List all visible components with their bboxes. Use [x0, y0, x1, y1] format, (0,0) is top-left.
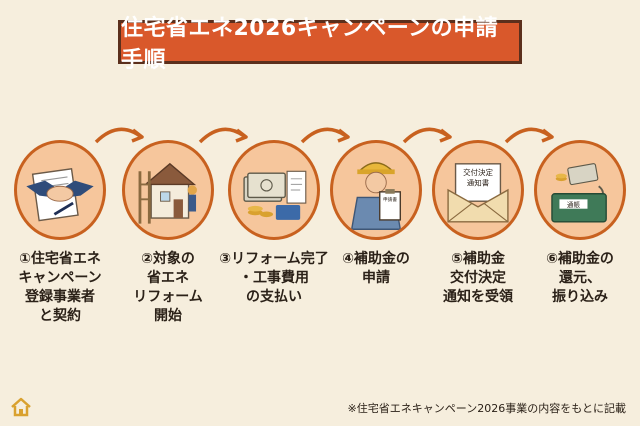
step-6-label: ⑥補助金の還元、振り込み — [546, 251, 614, 305]
arrow-5-icon — [504, 127, 554, 144]
arrow-4-icon — [402, 127, 452, 144]
notice-title-line1: 交付決定 — [463, 167, 493, 177]
cash-payment-icon — [243, 170, 307, 220]
step-4-label: ④補助金の申請 — [342, 251, 410, 286]
arrow-1-icon — [94, 127, 144, 144]
worker-application-icon: 申請書 — [350, 162, 402, 230]
step-6-circle: 通帳 — [534, 140, 626, 240]
handshake-contract-icon — [26, 168, 94, 222]
house-renovation-icon — [138, 162, 197, 224]
step-5-circle: 交付決定 通知書 — [432, 140, 524, 240]
step-3-label: ③リフォーム完了・工事費用の支払い — [219, 251, 329, 305]
bankbook-label: 通帳 — [567, 200, 581, 209]
step-4-circle: 申請書 — [330, 140, 422, 240]
step-5-label: ⑤補助金交付決定通知を受領 — [443, 251, 513, 305]
footnote: ※住宅省エネキャンペーン2026事業の内容をもとに記載 — [347, 402, 626, 415]
step-1-circle — [14, 140, 106, 240]
step-2-circle — [122, 140, 214, 240]
step-1-label: ①住宅省エネキャンペーン登録事業者と契約 — [18, 251, 102, 324]
step-2-label: ②対象の省エネリフォーム開始 — [133, 251, 203, 324]
bankbook-icon: 通帳 — [551, 163, 607, 223]
arrow-2-icon — [198, 127, 248, 144]
notice-envelope-icon: 交付決定 通知書 — [447, 163, 509, 223]
step-3-circle — [228, 140, 320, 240]
notice-title-line2: 通知書 — [467, 177, 490, 187]
page-title: 住宅省エネ2026キャンペーンの申請手順 — [118, 16, 522, 73]
application-form-text: 申請書 — [383, 196, 397, 203]
home-logo-icon — [11, 397, 31, 417]
arrow-3-icon — [300, 127, 350, 144]
